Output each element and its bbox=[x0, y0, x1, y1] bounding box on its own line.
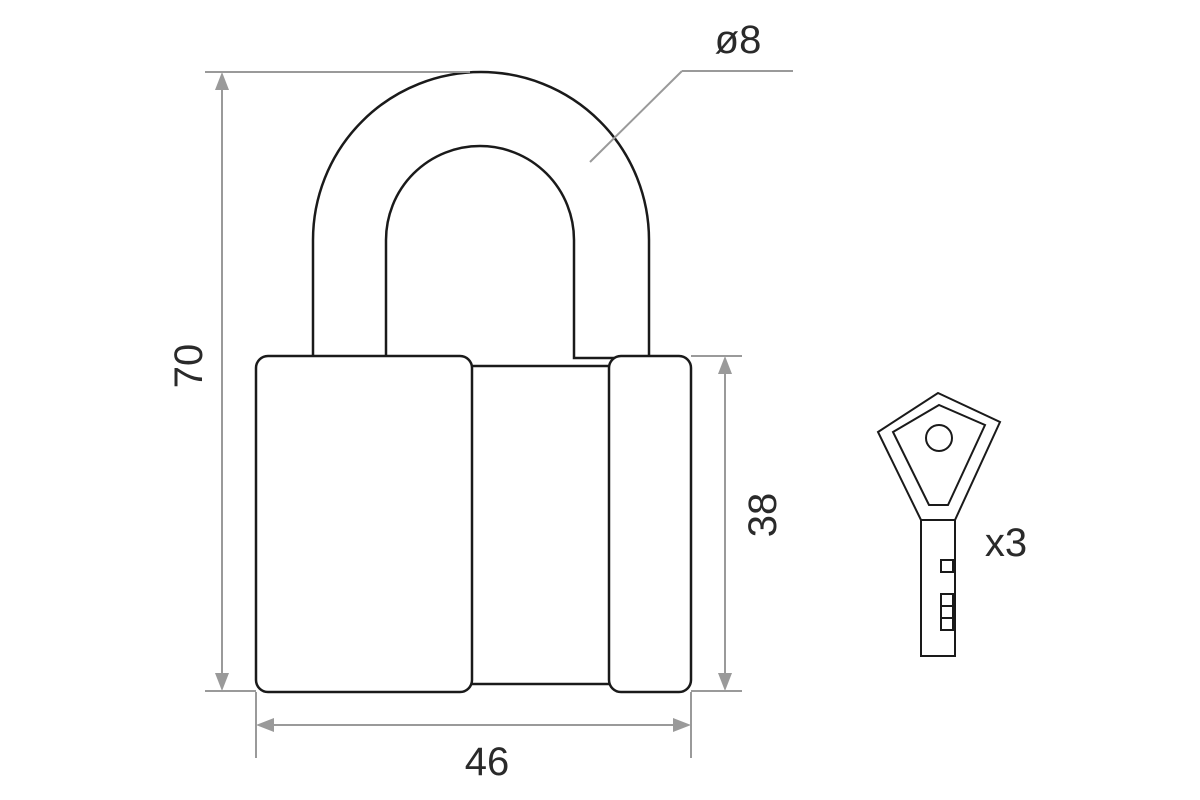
padlock-body-left-block bbox=[254, 354, 474, 694]
key-bitting-1 bbox=[940, 559, 954, 573]
dimension-shackle-diameter bbox=[589, 70, 793, 163]
key-bitting-3 bbox=[940, 605, 954, 619]
padlock-shackle bbox=[311, 70, 651, 360]
key-bitting-4 bbox=[940, 617, 954, 631]
dimension-total-height-label: 70 bbox=[167, 344, 211, 389]
key-bow-inner bbox=[891, 403, 987, 506]
dimension-body-width bbox=[255, 692, 692, 758]
dimension-body-width-label: 46 bbox=[465, 740, 510, 784]
dimension-body-height-label: 38 bbox=[741, 493, 785, 538]
key-hole bbox=[925, 424, 953, 452]
dimension-total-height bbox=[205, 71, 470, 692]
padlock-body-center bbox=[458, 364, 622, 686]
dimension-shackle-diameter-label: ø8 bbox=[715, 18, 762, 62]
key-bitting-2 bbox=[940, 593, 954, 607]
key-blade bbox=[920, 519, 956, 657]
key-count-label: x3 bbox=[985, 521, 1027, 565]
key-icon bbox=[876, 391, 1002, 657]
dimension-body-height bbox=[691, 355, 742, 692]
padlock-body-right-block bbox=[607, 354, 693, 694]
